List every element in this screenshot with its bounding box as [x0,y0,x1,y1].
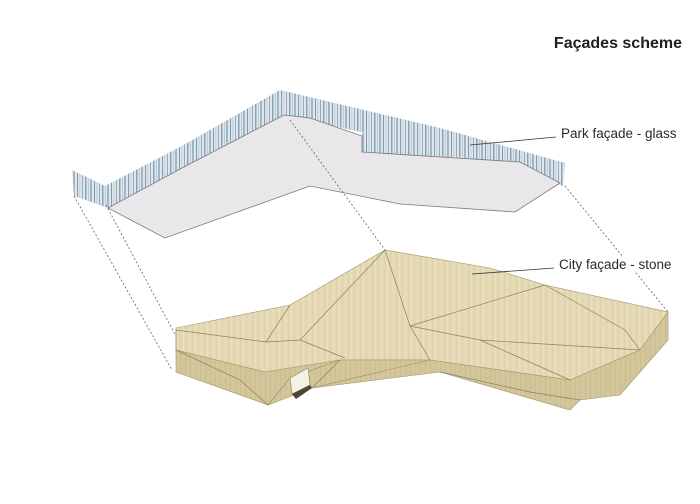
roof-underside [107,114,561,239]
city-facade-layer [175,249,669,411]
city-facade-label: City façade - stone [558,257,673,272]
stone-side-right [311,311,669,411]
glass-wall-inner [362,133,520,161]
park-facade-layer [72,90,565,239]
diagram-title: Façades scheme [553,35,682,52]
glass-wall-front-left [105,147,182,208]
leader-lines [469,136,557,275]
glass-wall-front-center [180,90,284,168]
park-facade-label: Park façade - glass [560,126,678,141]
projection-lines [73,119,669,371]
glass-wall-back [280,90,442,150]
glass-wall-left [72,170,108,208]
